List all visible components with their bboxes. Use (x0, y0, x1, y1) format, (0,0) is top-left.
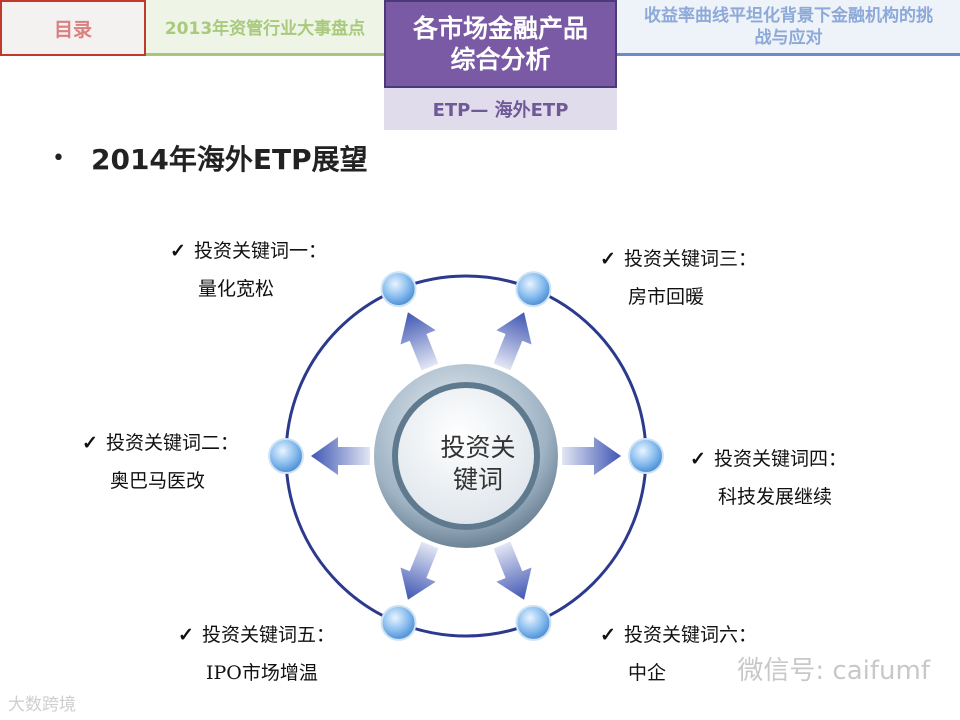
keyword-1-label: 投资关键词一： (194, 240, 328, 262)
keyword-5-value: IPO市场增温 (206, 662, 318, 684)
hub-label-line2: 键词 (453, 465, 503, 494)
keyword-2-label: 投资关键词二： (106, 432, 240, 454)
keyword-6-label: 投资关键词六： (624, 624, 758, 646)
hub-label-line1: 投资关 (440, 433, 515, 462)
tab-yield-curve-line1: 收益率曲线平坦化背景下金融机构的挑 (644, 5, 933, 26)
keyword-1-value: 量化宽松 (198, 278, 275, 300)
keyword-4-label: 投资关键词四： (714, 448, 848, 470)
keyword-6: ✓ 投资关键词六： 中企 (600, 616, 757, 692)
check-icon: ✓ (178, 624, 194, 646)
tab-2013-review[interactable]: 2013年资管行业大事盘点 (146, 0, 384, 56)
keyword-2-value: 奥巴马医改 (110, 470, 206, 492)
ring-node-5 (380, 604, 417, 641)
tab-yield-curve-line2: 战与应对 (754, 27, 823, 48)
tab-market-products-active[interactable]: 各市场金融产品 综合分析 (384, 0, 617, 88)
watermark-text: 微信号: caifumf (737, 656, 930, 686)
arrow-2 (493, 312, 532, 371)
ring-node-3 (628, 438, 664, 474)
keyword-2: ✓ 投资关键词二： 奥巴马医改 (82, 424, 239, 500)
ring-node-4 (268, 438, 304, 474)
subtab-overseas-etp[interactable]: ETP— 海外ETP (384, 88, 617, 130)
hub-inner (398, 388, 534, 524)
check-icon: ✓ (82, 432, 98, 454)
arrow-1 (400, 312, 439, 371)
tab-yield-curve[interactable]: 收益率曲线平坦化背景下金融机构的挑 战与应对 (617, 0, 960, 56)
keyword-4-value: 科技发展继续 (718, 486, 833, 508)
bullet-text: 2014年海外ETP展望 (90, 143, 368, 176)
tab-active-label-line2: 综合分析 (450, 45, 551, 74)
arrow-6 (493, 541, 532, 600)
keyword-5: ✓ 投资关键词五： IPO市场增温 (178, 616, 335, 692)
arrow-5 (400, 541, 439, 600)
keyword-3-value: 房市回暖 (628, 286, 705, 308)
keyword-3: ✓ 投资关键词三： 房市回暖 (600, 240, 757, 316)
tab-active-label-line1: 各市场金融产品 (412, 14, 588, 43)
check-icon: ✓ (600, 624, 616, 646)
keyword-3-label: 投资关键词三： (624, 248, 758, 270)
check-icon: ✓ (600, 248, 616, 270)
arrow-4 (311, 437, 370, 475)
tab-contents[interactable]: 目录 (0, 0, 146, 56)
keyword-1: ✓ 投资关键词一： 量化宽松 (170, 232, 327, 308)
keyword-6-value: 中企 (628, 662, 667, 684)
bullet-dot: • (52, 145, 65, 171)
check-icon: ✓ (170, 240, 186, 262)
bullet-heading: • 2014年海外ETP展望 (52, 138, 368, 178)
ring-node-2 (515, 271, 552, 308)
tab-2013-review-label: 2013年资管行业大事盘点 (164, 19, 366, 39)
check-icon: ✓ (690, 448, 706, 470)
keyword-4: ✓ 投资关键词四： 科技发展继续 (690, 440, 847, 516)
ring-node-1 (380, 271, 417, 308)
keyword-5-label: 投资关键词五： (202, 624, 336, 646)
corner-watermark: 大数跨境 (8, 695, 76, 715)
arrow-3 (562, 437, 621, 475)
ring-node-6 (515, 604, 552, 641)
tab-contents-label: 目录 (53, 18, 92, 41)
subtab-label: ETP— 海外ETP (432, 100, 569, 121)
